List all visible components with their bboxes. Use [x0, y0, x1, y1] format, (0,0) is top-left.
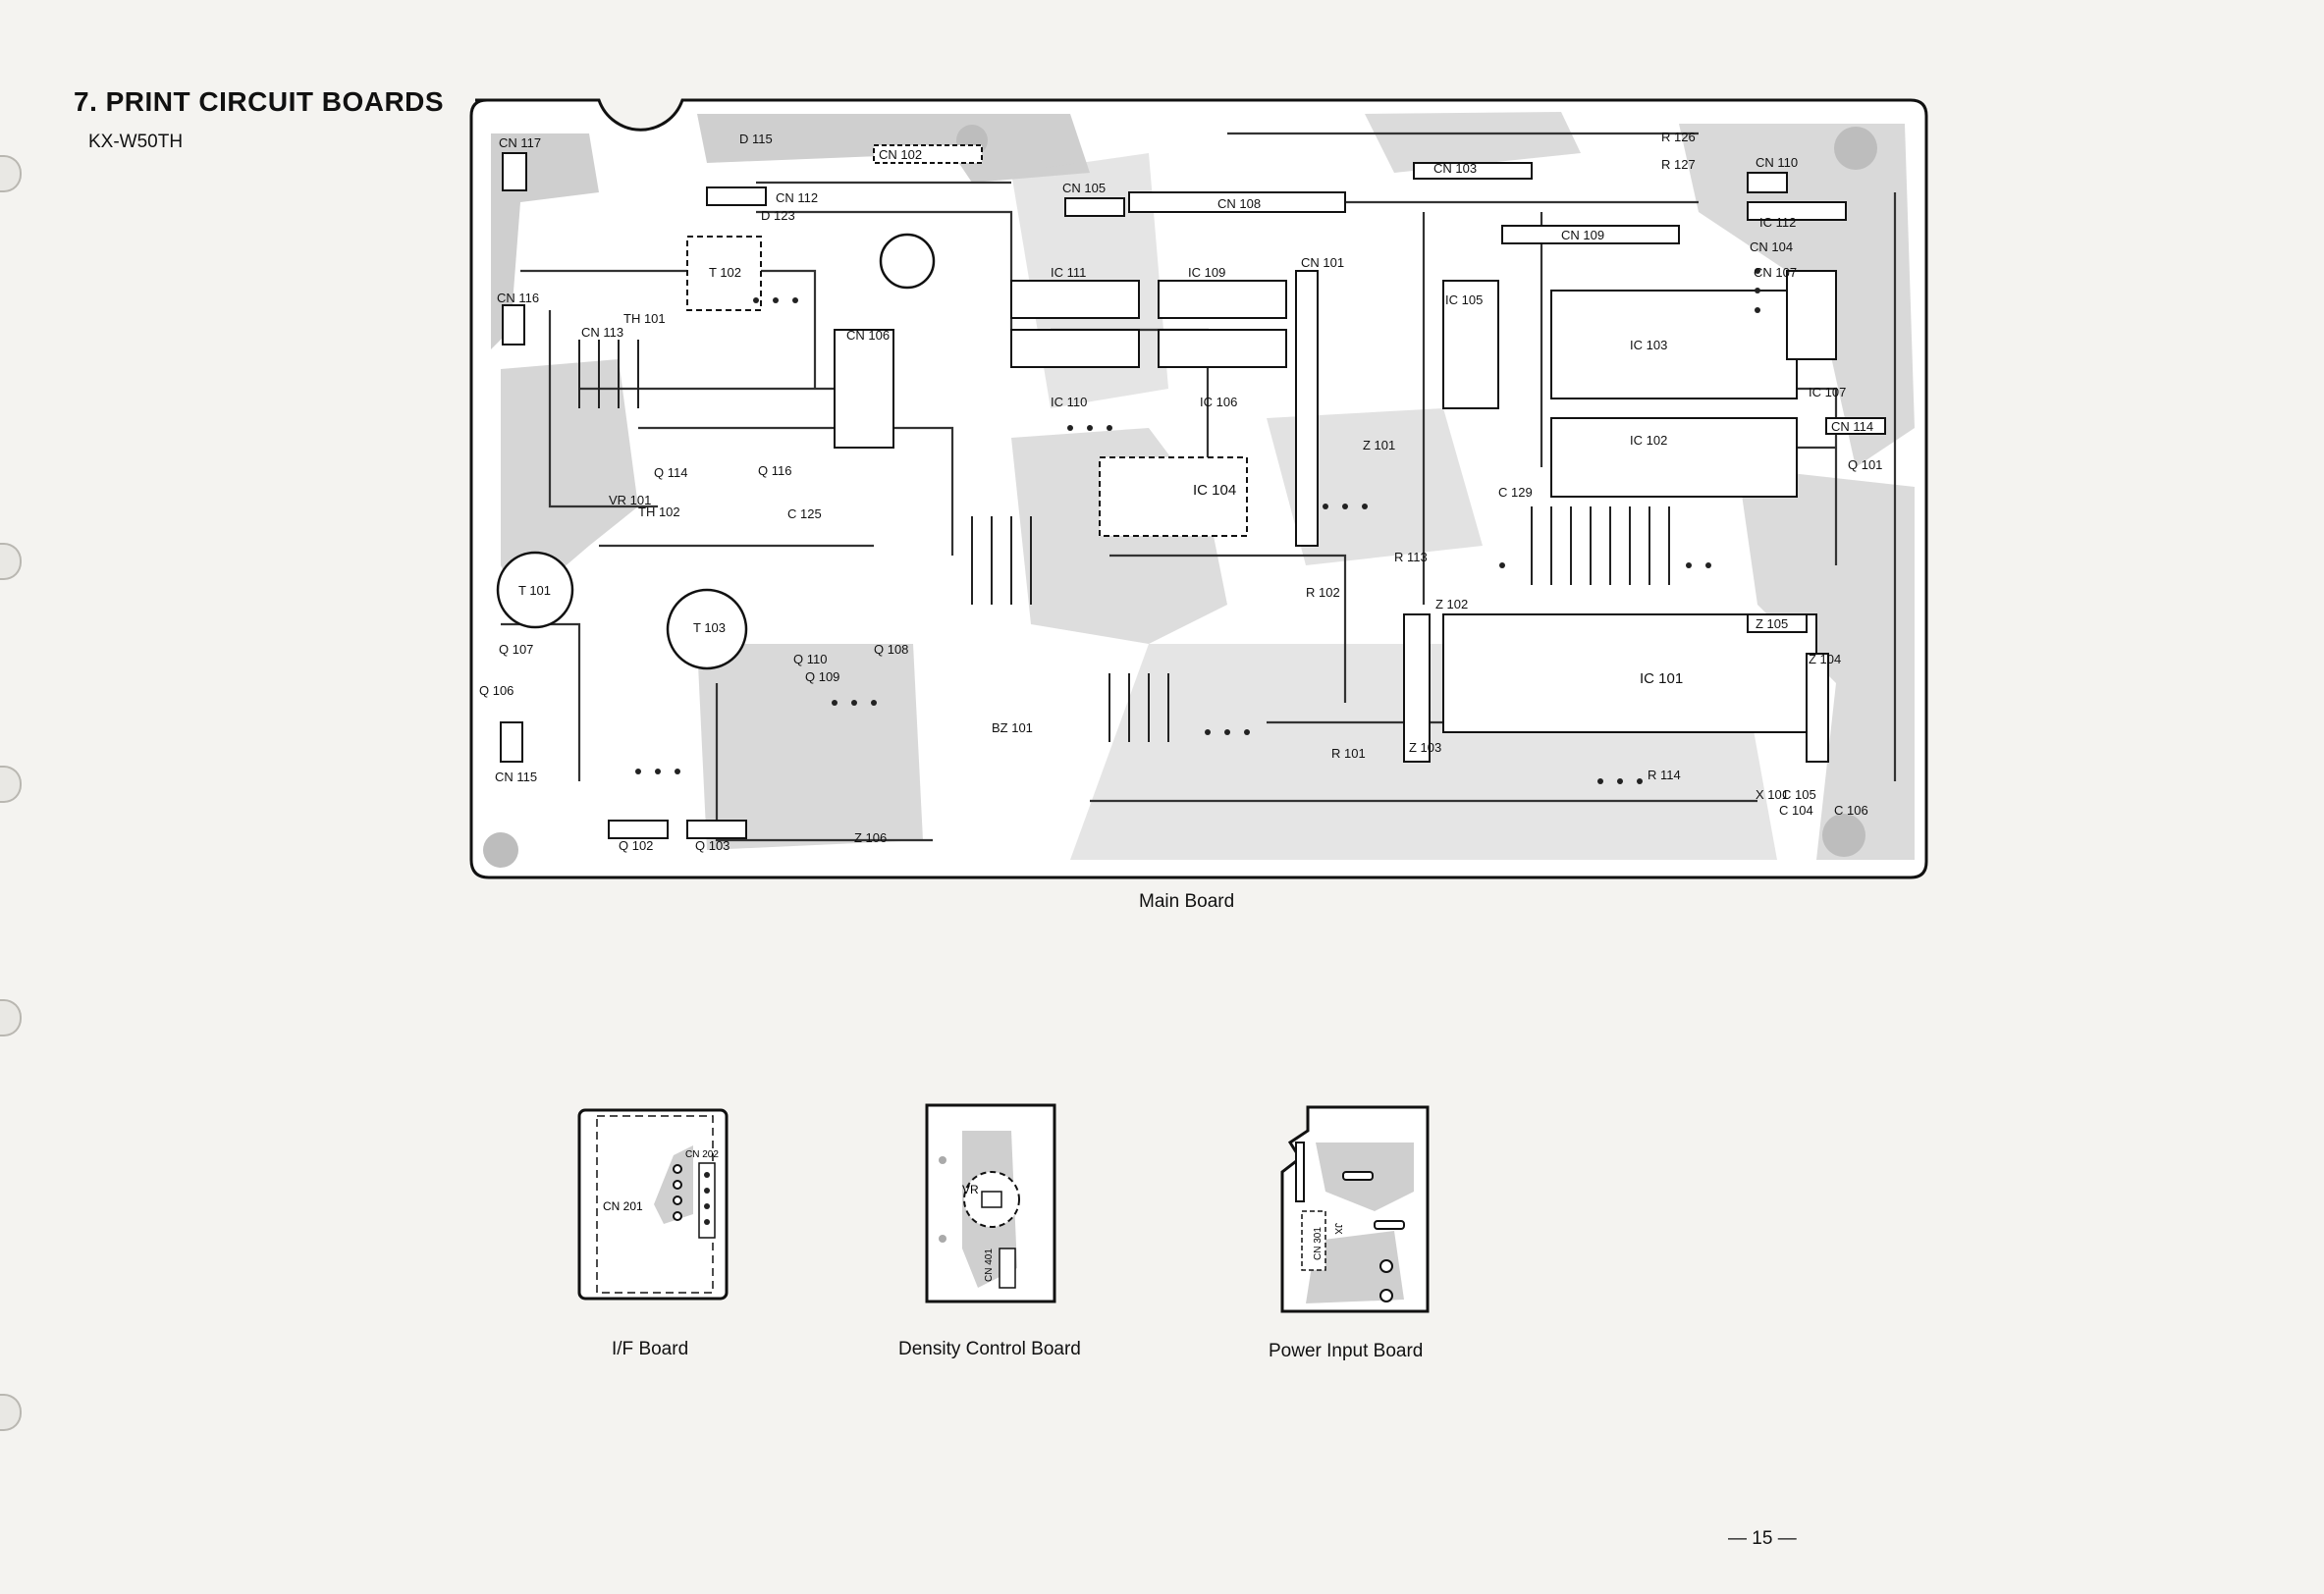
- q107-label: Q 107: [499, 642, 533, 657]
- ic-outlines: [686, 236, 1837, 763]
- density-board-diagram: VR CN 401: [925, 1103, 1056, 1303]
- z103-label: Z 103: [1409, 740, 1441, 755]
- connectors: [500, 144, 1886, 839]
- binder-hole: [0, 766, 22, 803]
- solder-pads: [635, 268, 1760, 784]
- cn109-label: CN 109: [1561, 228, 1604, 242]
- ic109-label: IC 109: [1188, 265, 1225, 280]
- r101-label: R 101: [1331, 746, 1366, 761]
- q109-label: Q 109: [805, 669, 839, 684]
- x101-label: X 101: [1756, 787, 1789, 802]
- model-name: KX-W50TH: [88, 132, 184, 152]
- binder-hole: [0, 1394, 22, 1431]
- ic105-label: IC 105: [1445, 292, 1483, 307]
- c129-label: C 129: [1498, 485, 1533, 500]
- q102-label: Q 102: [619, 838, 653, 853]
- q114-label: Q 114: [654, 465, 687, 480]
- q108-label: Q 108: [874, 642, 908, 657]
- r127-label: R 127: [1661, 157, 1696, 172]
- ic112-label: IC 112: [1759, 215, 1796, 230]
- q103-label: Q 103: [695, 838, 730, 853]
- jx-label: JX: [1332, 1223, 1343, 1235]
- page-number: — 15 —: [1728, 1528, 1797, 1549]
- q116-label: Q 116: [758, 463, 791, 478]
- c106-label: C 106: [1834, 803, 1868, 818]
- cn113-label: CN 113: [581, 325, 623, 340]
- r126-label: R 126: [1661, 130, 1696, 144]
- cn101-label: CN 101: [1301, 255, 1344, 270]
- ic111-label: IC 111: [1051, 265, 1086, 280]
- q106-label: Q 106: [479, 683, 513, 698]
- binder-hole: [0, 543, 22, 580]
- cn112-label: CN 112: [776, 190, 818, 205]
- c104-label: C 104: [1779, 803, 1813, 818]
- vr101-label: VR 101: [609, 493, 651, 507]
- ic103-label: IC 103: [1630, 338, 1667, 352]
- cn103-label: CN 103: [1433, 161, 1477, 176]
- cn104-label: CN 104: [1750, 239, 1793, 254]
- density-board-caption: Density Control Board: [898, 1339, 1081, 1359]
- ic101-label: IC 101: [1640, 670, 1683, 687]
- z101-label: Z 101: [1363, 438, 1395, 452]
- c125-label: C 125: [787, 506, 822, 521]
- t102-label: T 102: [709, 265, 741, 280]
- ic106-label: IC 106: [1200, 395, 1237, 409]
- z102-label: Z 102: [1435, 597, 1468, 611]
- cn108-label: CN 108: [1217, 196, 1261, 211]
- th101-label: TH 101: [623, 311, 666, 326]
- r113-label: R 113: [1394, 550, 1428, 564]
- ic104-label: IC 104: [1193, 482, 1236, 499]
- t103-label: T 103: [693, 620, 726, 635]
- d123-label: D 123: [761, 208, 795, 223]
- traces: [501, 132, 1897, 842]
- if-board-diagram: CN 201 CN 202: [577, 1108, 729, 1301]
- cn202-label: CN 202: [685, 1149, 719, 1160]
- vr-label: VR: [962, 1183, 979, 1196]
- cn115-label: CN 115: [495, 770, 537, 784]
- th102-label: TH 102: [638, 505, 680, 519]
- ic107-label: IC 107: [1809, 385, 1846, 399]
- q101-label: Q 101: [1848, 457, 1882, 472]
- cn301-label: CN 301: [1313, 1227, 1324, 1260]
- z106-label: Z 106: [854, 830, 887, 845]
- d115-label: D 115: [739, 132, 773, 146]
- binder-hole: [0, 999, 22, 1036]
- ic106b-label: CN 106: [846, 328, 890, 343]
- q110-label: Q 110: [793, 652, 827, 666]
- ic110-label: IC 110: [1051, 395, 1087, 409]
- binder-hole: [0, 155, 22, 192]
- cn107-label: CN 107: [1754, 265, 1797, 280]
- section-title: 7. PRINT CIRCUIT BOARDS: [74, 86, 445, 117]
- transformers: [496, 233, 936, 670]
- main-board-diagram: IC 104 IC 101 IC 102 IC 103 IC 105 IC 10…: [469, 98, 1928, 879]
- component-rows: [578, 340, 1670, 742]
- cn105-label: CN 105: [1062, 181, 1106, 195]
- cn102-label: CN 102: [879, 147, 922, 162]
- t101-label: T 101: [518, 583, 551, 598]
- cn116-label: CN 116: [497, 291, 539, 305]
- main-board-caption: Main Board: [1139, 891, 1235, 912]
- cn201-label: CN 201: [603, 1199, 643, 1213]
- cn401-label: CN 401: [984, 1249, 995, 1282]
- r114-label: R 114: [1648, 768, 1681, 782]
- power-board-caption: Power Input Board: [1269, 1341, 1424, 1361]
- ic102-label: IC 102: [1630, 433, 1667, 448]
- cn110-label: CN 110: [1756, 155, 1798, 170]
- cn114-label: CN 114: [1831, 419, 1873, 434]
- r102-label: R 102: [1306, 585, 1340, 600]
- if-board-caption: I/F Board: [612, 1339, 689, 1359]
- z105-label: Z 105: [1756, 616, 1788, 631]
- z104-label: Z 104: [1809, 652, 1841, 666]
- c105-label: C 105: [1782, 787, 1816, 802]
- power-board-diagram: CN 301 JX: [1280, 1105, 1430, 1313]
- bz101-label: BZ 101: [992, 720, 1033, 735]
- cn117-label: CN 117: [499, 135, 541, 150]
